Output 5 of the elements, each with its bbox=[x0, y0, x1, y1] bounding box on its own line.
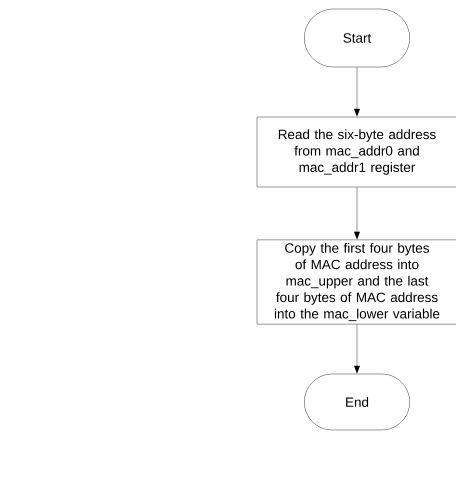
process-box: Read the six-byte address from mac_addr0 and mac_addr1 register bbox=[256, 116, 456, 188]
arrow bbox=[354, 324, 360, 374]
arrow bbox=[354, 67, 360, 116]
arrow bbox=[354, 187, 360, 240]
process-box: Copy the first four bytes of MAC address into mac_upper and the last four bytes of MAC address into the mac_lower variable bbox=[256, 240, 456, 324]
